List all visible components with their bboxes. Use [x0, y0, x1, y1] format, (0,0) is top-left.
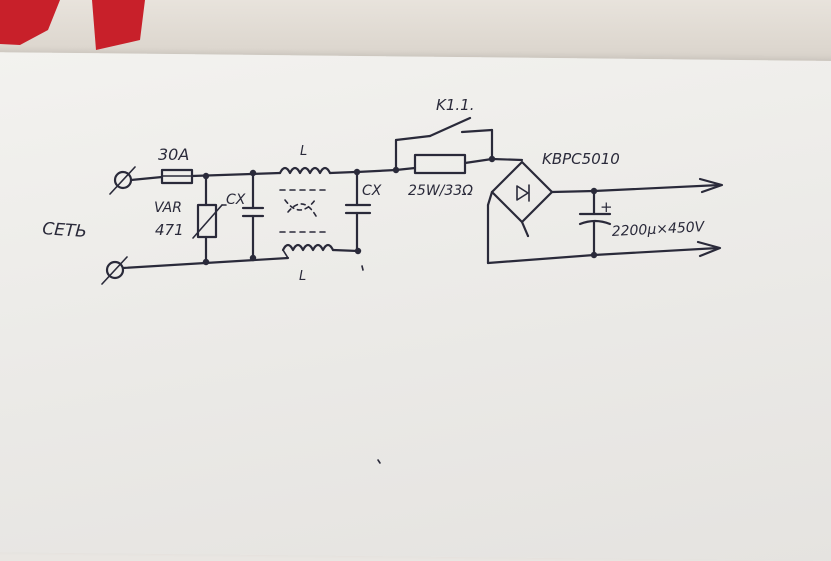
output-minus-arrow-line	[592, 246, 720, 257]
capacitor-cx1	[241, 169, 265, 262]
wire-top-1	[129, 175, 164, 182]
stray-mark	[361, 265, 364, 271]
wire-top-3	[355, 168, 398, 174]
relay-label: K1.1.	[436, 96, 474, 114]
varistor-symbol	[192, 172, 227, 266]
fuse-label: 30A	[158, 145, 189, 164]
stray-mark-2	[377, 459, 381, 464]
bridge-label: KBPC5010	[542, 150, 620, 168]
inductor-bottom-label: L	[299, 269, 306, 284]
relay-contact	[394, 116, 494, 172]
inductor-core	[279, 189, 331, 233]
varistor-label-bottom: 471	[155, 221, 184, 239]
cap-x2-label: CX	[362, 183, 382, 199]
cap-x1-label: CX	[226, 192, 246, 208]
wire-to-bridge	[490, 157, 524, 162]
terminal-bottom	[101, 256, 128, 285]
output-plus-arrow	[698, 177, 724, 194]
inductor-top	[278, 166, 357, 175]
resistor-symbol	[394, 153, 496, 175]
varistor-label-top: VAR	[154, 200, 182, 216]
red-fabric-shape	[0, 0, 60, 45]
inductor-bottom	[281, 243, 360, 259]
output-plus-arrow-line	[592, 183, 722, 193]
input-label: СЕТЬ	[42, 219, 88, 242]
output-minus-arrow	[696, 240, 722, 258]
bridge-rectifier	[486, 160, 554, 265]
wire-out-plus	[550, 189, 596, 194]
resistor-label: 25W/33Ω	[408, 183, 473, 199]
wire-out-minus	[486, 253, 596, 265]
schematic-drawing: СЕТЬ 30A VAR 471 CX CX L L K1.1. 25W/33Ω…	[0, 0, 724, 464]
red-fabric-shape-2	[92, 0, 145, 50]
cap-out-label: 2200μ×450V	[611, 219, 706, 240]
cap-out-polarity: +	[600, 198, 613, 216]
capacitor-out	[578, 189, 612, 259]
inductor-top-label: L	[300, 144, 307, 159]
capacitor-cx2	[344, 168, 372, 255]
